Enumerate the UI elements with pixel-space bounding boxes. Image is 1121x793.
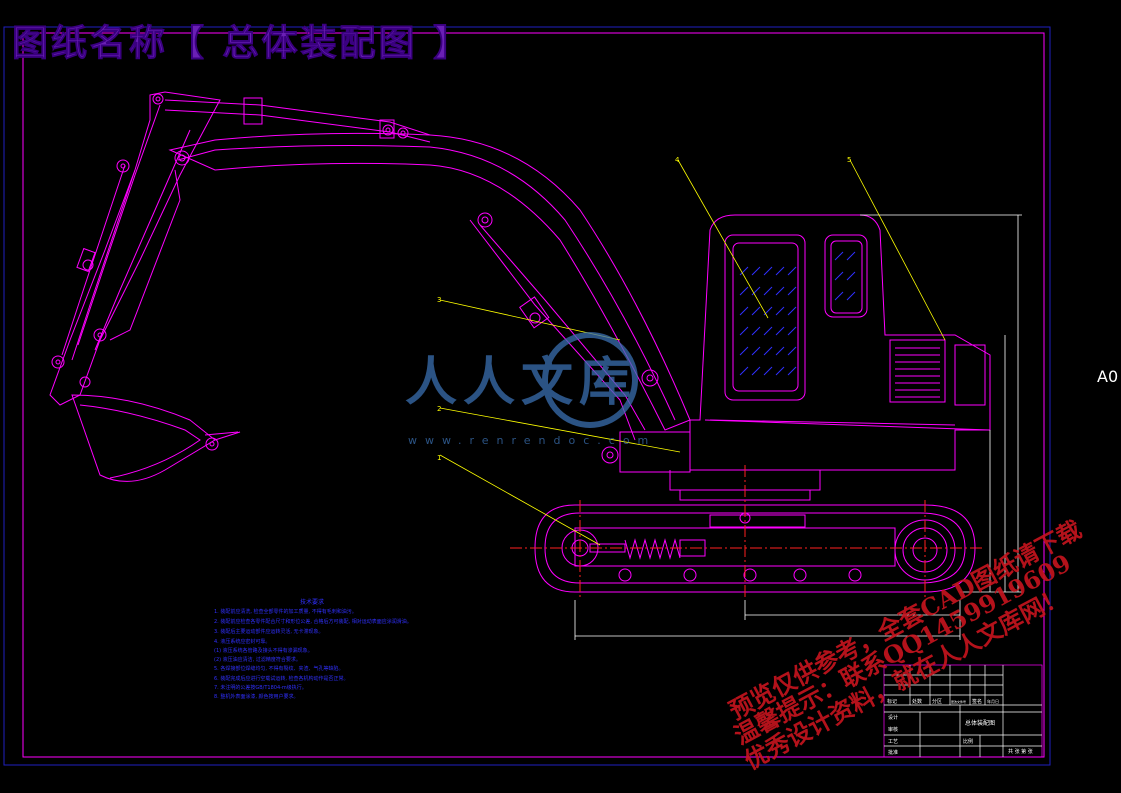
title-block-row-label: 处数 bbox=[912, 698, 922, 705]
promo-line-2: 温馨提示：联系QQ1459919609 bbox=[729, 548, 1075, 751]
title-block-sheet-label: 共 张 第 张 bbox=[1008, 748, 1033, 755]
title-block-role: 审核 bbox=[888, 726, 898, 733]
stick bbox=[49, 91, 221, 406]
title-block-role: 工艺 bbox=[888, 739, 898, 745]
bucket bbox=[71, 394, 241, 482]
callout-4: 4 bbox=[675, 156, 680, 164]
tech-req-line: 2. 装配前应检查各零件配合尺寸和形位公差, 合格后方可装配, 相对运动表面应涂… bbox=[214, 618, 412, 625]
tech-req-line: (2) 液压油应清洁, 过滤精度符合要求。 bbox=[214, 656, 301, 663]
window-hatching bbox=[739, 251, 940, 398]
cab-side-window bbox=[824, 234, 868, 318]
dimension-lines bbox=[574, 214, 1022, 640]
drawing-title-banner: 图纸名称【 总体装配图 】 bbox=[12, 22, 472, 64]
tech-req-line: 3. 装配后主要运动部件应运转灵活, 无卡滞现象。 bbox=[214, 628, 324, 635]
watermark-logo-text: 人人文库 bbox=[405, 352, 637, 413]
tech-req-line: 6. 装配完成后应进行空载试运转, 检查各机构动作是否正常。 bbox=[214, 675, 349, 682]
upper-structure bbox=[619, 214, 991, 501]
callout-2: 2 bbox=[437, 405, 441, 413]
callout-5: 5 bbox=[847, 156, 851, 164]
center-lines bbox=[510, 465, 985, 605]
part-callout-numbers: 1 2 3 4 5 bbox=[437, 156, 851, 462]
renrendoc-watermark: 人人文库 www.renrendoc.com bbox=[405, 332, 656, 447]
outer-border bbox=[3, 26, 1051, 766]
tech-req-line: 7. 未注明的公差按GB/T1804-m级执行。 bbox=[214, 684, 307, 691]
stick-cylinder bbox=[164, 97, 431, 143]
tech-req-line: 8. 整机外表面涂漆, 颜色按用户要求。 bbox=[214, 693, 299, 700]
engine-grille bbox=[889, 339, 946, 403]
title-block bbox=[883, 664, 1043, 758]
tension-spring bbox=[624, 538, 681, 560]
watermark-logo-circle bbox=[542, 332, 638, 428]
excavator-assembly bbox=[49, 91, 991, 593]
title-block-text: 总体装配图 比例 共 张 第 张 设计 审核 工艺 批准 标记 处数 分区 更改… bbox=[887, 698, 1033, 756]
title-block-row-label: 签名 bbox=[972, 698, 982, 705]
watermark-url-text: www.renrendoc.com bbox=[408, 434, 656, 447]
tech-req-line: 4. 液压系统应密封可靠。 bbox=[214, 638, 270, 645]
sheet-size-label: A0 bbox=[1097, 367, 1118, 386]
bucket-cylinder bbox=[61, 164, 136, 361]
tech-req-line: (1) 液压系统各管路及接头不得有渗漏现象。 bbox=[214, 647, 313, 654]
cab-front-window bbox=[724, 234, 806, 401]
title-block-scale-label: 比例 bbox=[963, 738, 973, 745]
title-block-row-label: 标记 bbox=[887, 698, 897, 705]
tech-req-title: 技术要求 bbox=[300, 598, 324, 606]
promo-watermark: 预览仅供参考，全套CAD图纸请下载 温馨提示：联系QQ1459919609 优秀… bbox=[724, 514, 1086, 775]
title-block-row-label: 更改文件号 bbox=[951, 699, 966, 704]
callout-3: 3 bbox=[437, 296, 441, 304]
tech-req-line: 1. 装配前应清洗, 检查全部零件的加工质量, 不得有毛刺和油污。 bbox=[214, 608, 357, 615]
inner-border bbox=[22, 32, 1045, 758]
title-block-drawing-name: 总体装配图 bbox=[965, 719, 995, 727]
title-block-role: 设计 bbox=[888, 714, 898, 721]
pivot-pins bbox=[51, 93, 659, 464]
tech-req-line: 5. 各焊接部位焊缝均匀, 不得有裂纹、夹渣、气孔等缺陷。 bbox=[214, 665, 344, 672]
title-block-row-label: 年月日 bbox=[987, 698, 999, 704]
title-block-row-label: 分区 bbox=[932, 698, 942, 705]
part-leaders bbox=[439, 159, 946, 546]
title-block-role: 批准 bbox=[888, 749, 898, 756]
technical-requirements: 技术要求 1. 装配前应清洗, 检查全部零件的加工质量, 不得有毛刺和油污。 2… bbox=[214, 598, 412, 700]
callout-1: 1 bbox=[437, 454, 441, 462]
